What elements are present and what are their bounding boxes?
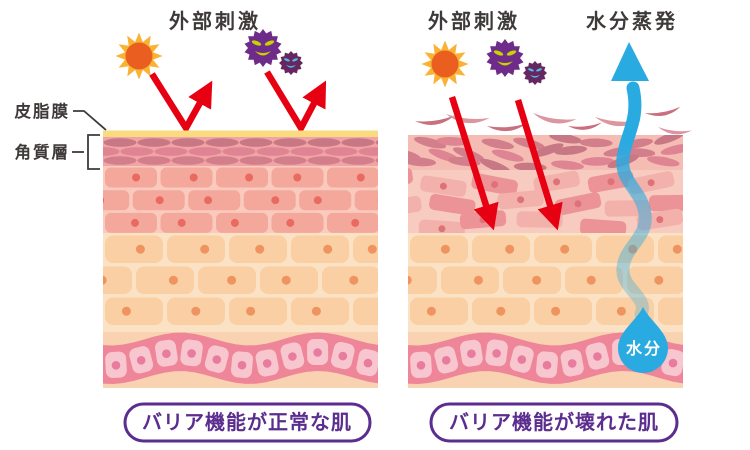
skin-flake-icon xyxy=(645,106,682,119)
germ-icon-small xyxy=(279,51,303,75)
anatomy-labels: 皮脂膜 角質層 xyxy=(15,101,107,170)
caption-normal: バリア機能が正常な肌 xyxy=(123,402,372,443)
germ-face xyxy=(251,40,275,56)
germ-face xyxy=(493,50,517,66)
moisture-label: 水分 xyxy=(626,339,662,358)
caption-pill xyxy=(429,402,679,443)
sun-icon xyxy=(421,40,469,88)
skin-flake-icon xyxy=(568,122,603,132)
reflect-arrow-icon xyxy=(149,72,213,135)
evaporation-arrow-icon xyxy=(611,42,652,321)
evaporation-label: 水分蒸発 xyxy=(586,9,678,33)
sebum-pointer-line xyxy=(73,110,107,131)
skin-flake-icon xyxy=(657,127,692,137)
corneum-bracket xyxy=(87,134,100,170)
skin-flake-icon xyxy=(445,114,490,125)
germ-icon-large xyxy=(486,39,524,77)
caption-pill xyxy=(123,402,372,443)
skin-flake-icon xyxy=(415,115,456,128)
skin-flake-icon xyxy=(532,113,577,127)
external-stimulus-label-right: 外部刺激 xyxy=(428,9,520,33)
panel-damaged-skin: 外部刺激 水分蒸発 xyxy=(408,9,692,443)
water-drop-icon: 水分 xyxy=(618,307,668,373)
germ-face xyxy=(528,68,542,78)
penetrate-arrow-icon xyxy=(448,96,499,231)
penetrate-arrow-icon xyxy=(514,99,563,231)
reflect-arrow-icon xyxy=(264,70,327,135)
sebum-film-label: 皮脂膜 xyxy=(15,101,71,121)
sun-icon xyxy=(115,32,163,80)
panel-normal-skin: 外部刺激 バリア機能が正常な肌 xyxy=(103,9,378,443)
skin-cross-section-normal xyxy=(103,130,378,388)
germ-icon-small xyxy=(523,61,547,85)
caption-text-normal: バリア機能が正常な肌 xyxy=(142,410,352,434)
caption-text-damaged: バリア機能が壊れた肌 xyxy=(449,410,659,434)
caption-damaged: バリア機能が壊れた肌 xyxy=(429,402,679,443)
skin-cross-section-damaged xyxy=(408,135,683,388)
germ-icon-large xyxy=(244,29,282,67)
skin-flake-icon xyxy=(487,123,528,133)
germ-face xyxy=(284,58,298,68)
stratum-corneum-label: 角質層 xyxy=(15,142,71,162)
sebum-film-layer xyxy=(103,130,378,137)
external-stimulus-label-left: 外部刺激 xyxy=(169,9,261,33)
